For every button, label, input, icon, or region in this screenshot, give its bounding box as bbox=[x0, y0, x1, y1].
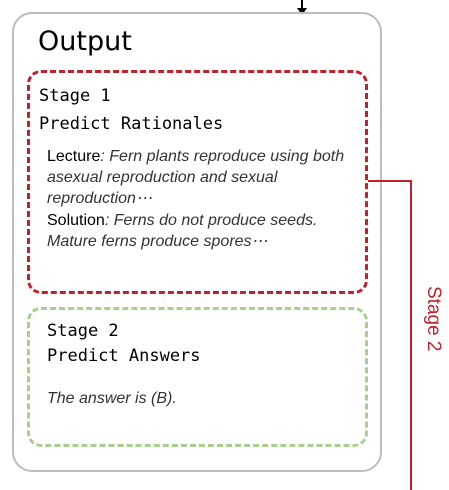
answer-text: The answer is (B). bbox=[47, 390, 177, 407]
output-container bbox=[12, 12, 382, 472]
lecture-separator: : bbox=[100, 148, 105, 165]
lecture-text: Fern plants reproduce using both asexual… bbox=[47, 148, 345, 207]
answer-text-block: The answer is (B). bbox=[47, 388, 347, 409]
solution-text: Ferns do not produce seeds. Mature ferns… bbox=[47, 212, 318, 250]
solution-label: Solution bbox=[47, 212, 105, 229]
solution-block: Solution: Ferns do not produce seeds. Ma… bbox=[47, 210, 347, 252]
stage1-label: Stage 1 bbox=[39, 86, 111, 106]
incoming-arrow bbox=[297, 0, 307, 15]
output-title: Output bbox=[38, 26, 132, 57]
lecture-block: Lecture: Fern plants reproduce using bot… bbox=[47, 146, 347, 209]
lecture-label: Lecture bbox=[47, 148, 101, 165]
side-stage-label: Stage 2 bbox=[423, 286, 444, 352]
stage1-box bbox=[27, 70, 368, 294]
stage2-box bbox=[27, 307, 368, 447]
stage2-label: Stage 2 bbox=[47, 321, 119, 341]
stage1-heading: Predict Rationales bbox=[39, 114, 224, 134]
stage2-heading: Predict Answers bbox=[47, 346, 201, 366]
solution-separator: : bbox=[104, 212, 110, 229]
